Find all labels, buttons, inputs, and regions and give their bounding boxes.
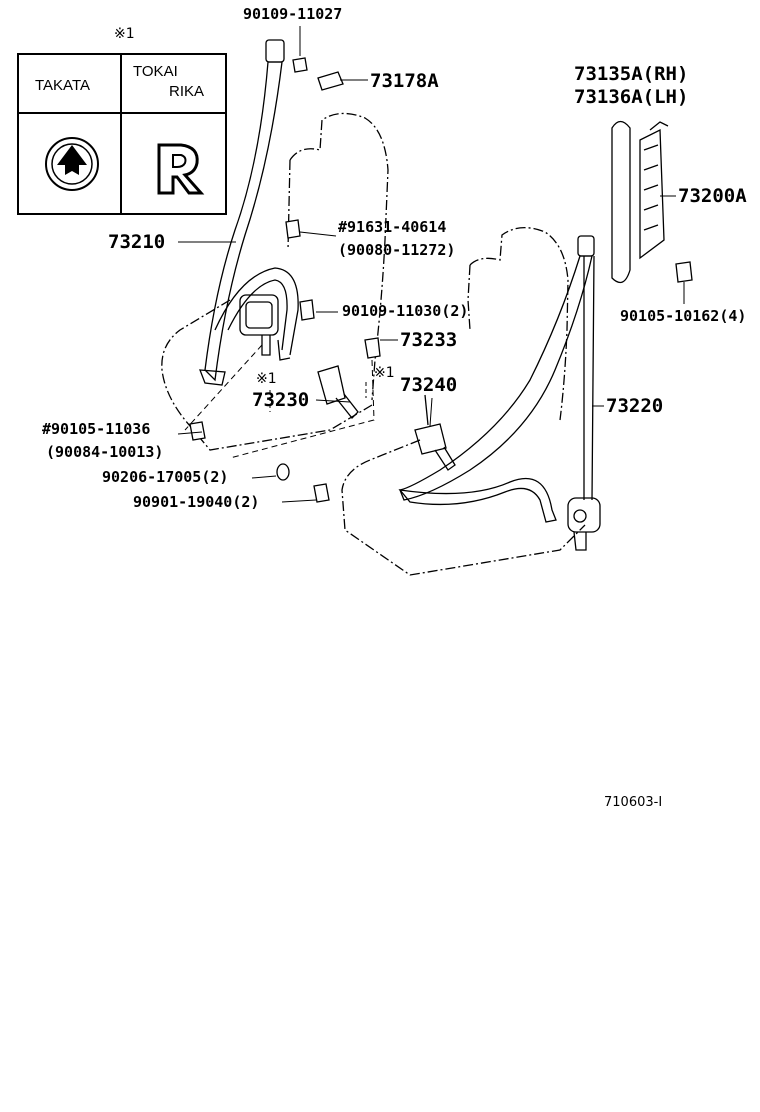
legend-manufacturer-b-line1: TOKAI	[133, 63, 178, 80]
part-label-73200A: 73200A	[678, 185, 747, 207]
part-label-90206-17005: 90206-17005(2)	[102, 468, 229, 486]
part-label-90109-11027: 90109-11027	[243, 5, 343, 23]
part-label-73233: 73233	[400, 329, 458, 351]
right-seat-outline	[341, 227, 586, 576]
pillar-cover-and-adjuster	[611, 120, 669, 284]
part-label-73210: 73210	[108, 231, 166, 253]
right-belt-assembly	[398, 235, 601, 551]
bolt-icons	[189, 57, 693, 503]
part-label-73136A: 73136A(LH)	[574, 86, 689, 108]
part-label-73230: 73230	[252, 389, 310, 411]
part-label-90084-10013: (90084-10013)	[46, 443, 164, 461]
part-label-90105-10162: 90105-10162(4)	[620, 307, 747, 325]
legend-note-mark: ※1	[114, 26, 135, 42]
note-mark-right: ※1	[374, 365, 395, 381]
legend-manufacturer-b-line2: RIKA	[169, 83, 205, 100]
part-label-73135A: 73135A(RH)	[574, 63, 689, 85]
part-label-90105-11036: #90105-11036	[42, 420, 151, 438]
legend-divider-vertical	[120, 55, 122, 213]
tokai-rika-logo-icon	[157, 143, 205, 195]
note-mark-left: ※1	[256, 371, 277, 387]
part-label-90901-19040: 90901-19040(2)	[133, 493, 260, 511]
part-label-73220: 73220	[606, 395, 664, 417]
dashed-assembly-lines	[184, 344, 375, 459]
legend-divider-horizontal	[19, 112, 225, 114]
takata-logo-icon	[45, 137, 99, 191]
part-label-73240: 73240	[400, 374, 458, 396]
leader-lines	[177, 26, 685, 503]
part-label-90109-11030: 90109-11030(2)	[342, 302, 469, 320]
manufacturer-legend: TAKATA TOKAI RIKA	[17, 53, 227, 215]
figure-id: 710603-I	[604, 795, 663, 810]
legend-manufacturer-a: TAKATA	[35, 77, 91, 94]
buckle-73230	[317, 365, 359, 419]
part-label-91631-40614: #91631-40614	[338, 218, 447, 236]
left-belt-assembly	[199, 39, 299, 386]
part-label-73178A: 73178A	[370, 70, 439, 92]
part-label-90080-11272: (90080-11272)	[338, 241, 456, 259]
